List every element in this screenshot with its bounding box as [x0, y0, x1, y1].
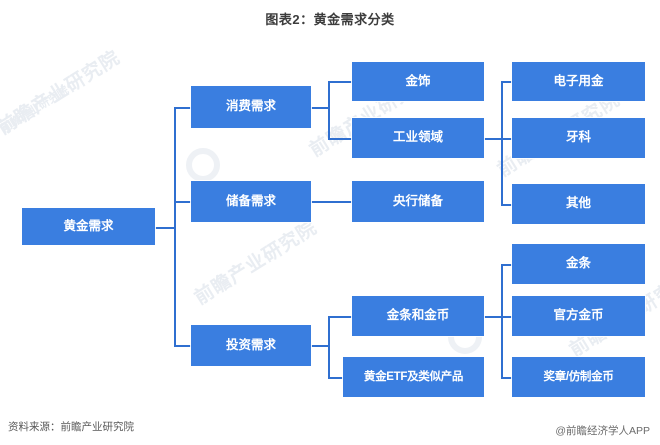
connector-to-electronics — [501, 81, 513, 83]
connector-root-stub — [155, 227, 175, 229]
node-bars-coins[interactable]: 金条和金币 — [352, 296, 484, 336]
node-medal-imitation[interactable]: 奖章/仿制金币 — [512, 357, 645, 397]
connector-bars-coins-stub — [484, 316, 502, 318]
connector-to-jewelry — [328, 81, 352, 83]
node-jewelry[interactable]: 金饰 — [352, 62, 484, 101]
connector-to-industrial — [328, 138, 352, 140]
connector-to-central-bank — [311, 201, 352, 203]
node-gold-etf[interactable]: 黄金ETF及类似产品 — [343, 357, 484, 397]
connector-investment-stub — [311, 345, 329, 347]
node-central-bank[interactable]: 央行储备 — [352, 181, 484, 222]
node-reserve-demand[interactable]: 储备需求 — [191, 181, 311, 222]
brand-credit: @前瞻经济学人APP — [555, 425, 650, 437]
node-industrial[interactable]: 工业领域 — [352, 118, 484, 158]
connector-to-medal-imitation — [501, 377, 513, 379]
connector-investment-bus — [328, 316, 330, 378]
page-title: 图表2：黄金需求分类 — [265, 12, 395, 27]
connector-bars-coins-bus — [501, 264, 503, 377]
connector-to-gold-bar — [501, 264, 513, 266]
connector-to-investment-demand — [174, 345, 191, 347]
node-gold-bar[interactable]: 金条 — [512, 244, 645, 284]
connector-to-consumer-demand — [174, 107, 191, 109]
connector-industrial-stub — [484, 138, 502, 140]
node-consumer-demand[interactable]: 消费需求 — [191, 86, 311, 128]
node-dental[interactable]: 牙科 — [512, 118, 645, 158]
node-official-coin[interactable]: 官方金币 — [512, 296, 645, 336]
connector-to-gold-etf — [328, 377, 352, 379]
connector-to-bars-coins — [328, 316, 352, 318]
watermark-text: 前瞻产业研究院 — [0, 47, 125, 140]
node-other[interactable]: 其他 — [512, 184, 645, 224]
node-investment-demand[interactable]: 投资需求 — [191, 325, 311, 366]
connector-consumer-bus — [328, 81, 330, 139]
connector-consumer-stub — [311, 107, 329, 109]
connector-to-dental — [501, 138, 513, 140]
node-gold-demand[interactable]: 黄金需求 — [22, 208, 155, 245]
watermark-text: 前瞻产业研究院 — [0, 84, 71, 136]
node-electronics[interactable]: 电子用金 — [512, 62, 645, 101]
connector-level2-bus — [174, 108, 176, 346]
watermark-logo-icon — [186, 148, 220, 182]
connector-to-reserve-demand — [174, 201, 191, 203]
connector-to-official-coin — [501, 316, 513, 318]
source-note: 资料来源：前瞻产业研究院 — [8, 421, 134, 433]
watermark-text: 前瞻产业研究院 — [191, 217, 322, 310]
connector-to-other — [501, 204, 513, 206]
connector-industrial-bus — [501, 81, 503, 205]
